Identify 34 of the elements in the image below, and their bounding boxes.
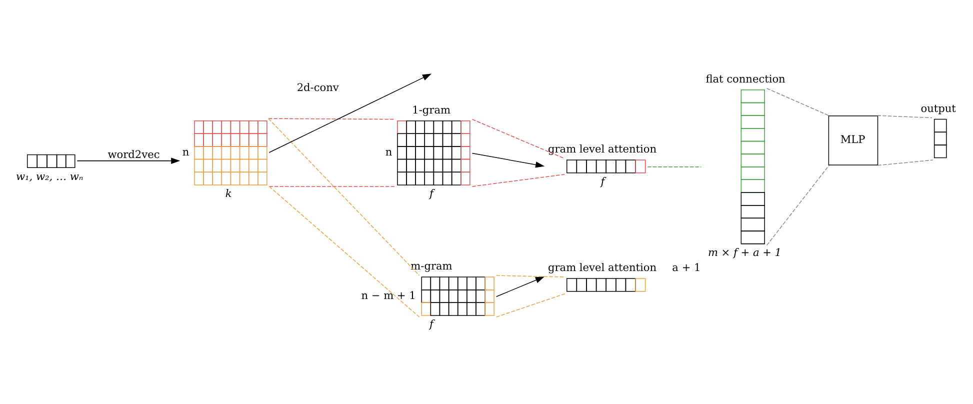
edge-label: 2d-conv — [296, 81, 339, 94]
node-label: gram level attention — [548, 262, 657, 274]
node-box: MLP — [828, 115, 878, 165]
arrow — [76, 157, 180, 164]
node-label: f — [600, 176, 605, 188]
node-label: flat connection — [706, 72, 786, 85]
arrow — [496, 276, 545, 296]
connector — [766, 88, 830, 116]
arrow — [472, 152, 545, 168]
node-label: 1-gram — [412, 104, 451, 116]
connector — [472, 118, 565, 158]
edge-label: word2vec — [108, 148, 160, 160]
connector — [268, 118, 396, 120]
node-label: output — [920, 102, 956, 114]
arrow — [268, 73, 432, 152]
connector — [877, 159, 934, 166]
node-label: n — [385, 146, 392, 158]
node-label: f — [430, 188, 434, 200]
connector — [496, 292, 566, 317]
node-label: a + 1 — [672, 262, 701, 274]
connector — [268, 186, 420, 317]
connector — [647, 166, 702, 167]
node-label: gram level attention — [548, 143, 657, 156]
connector — [496, 274, 565, 277]
node-label: m × f + a + 1 — [708, 246, 782, 259]
connector — [876, 114, 932, 118]
node-label: f — [430, 318, 434, 330]
connector — [472, 174, 565, 186]
connector — [766, 164, 830, 246]
node-label: k — [225, 188, 232, 200]
node-label: m-gram — [410, 260, 452, 272]
node-label: n − m + 1 — [361, 290, 416, 302]
node-label: w₁, w₂, … wₙ — [16, 170, 84, 182]
node-label: n — [182, 146, 190, 158]
